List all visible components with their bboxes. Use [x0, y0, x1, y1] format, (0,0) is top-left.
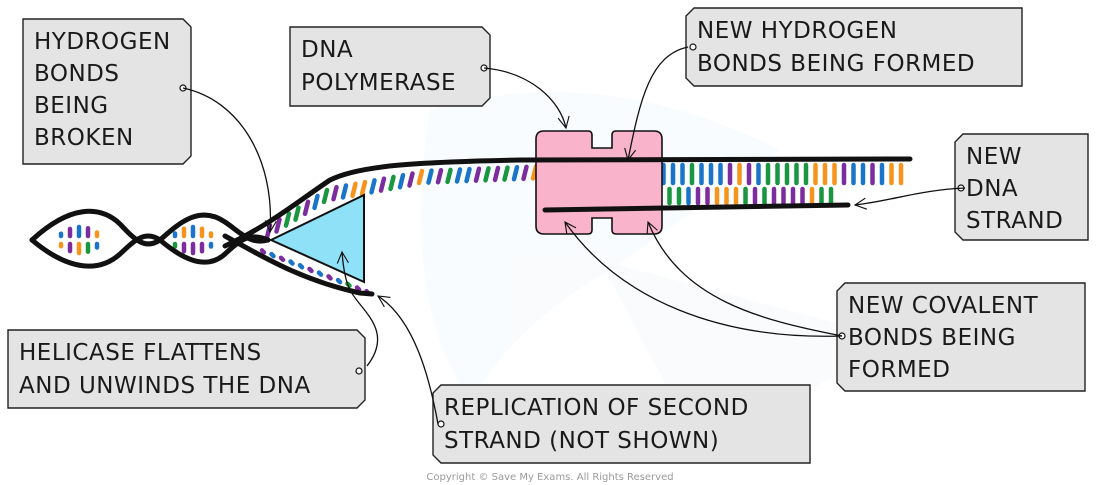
template-bottom-base	[326, 274, 333, 281]
template-top-base	[302, 199, 311, 217]
template-top-base	[416, 168, 425, 186]
label-line: BEING	[34, 93, 109, 119]
leader-polymerase	[483, 67, 570, 130]
template-top-base	[502, 165, 510, 182]
label-box	[22, 18, 192, 165]
leader-new-hydrogen	[624, 46, 689, 162]
template-top-base	[435, 167, 444, 185]
template-bottom-base	[316, 270, 324, 277]
template-top-base	[407, 171, 415, 188]
template-top-base	[378, 176, 387, 193]
template-bottom-base	[259, 248, 267, 255]
template-bottom-base	[278, 255, 286, 263]
template-top-base	[464, 166, 472, 184]
leader-covalent-2	[646, 220, 843, 337]
template-top-base	[388, 174, 396, 192]
template-top-base	[283, 211, 292, 228]
label-line: DNA	[301, 37, 353, 63]
template-top-base	[492, 165, 501, 183]
label-box	[685, 7, 1023, 87]
leader-anchor-dot	[689, 43, 697, 51]
label-hydrogen-bonds-broken: HYDROGEN BONDS BEING BROKEN	[22, 18, 192, 165]
label-line: BONDS	[34, 61, 120, 87]
label-line: NEW COVALENT	[848, 293, 1039, 319]
leader-hydrogen-broken	[182, 87, 277, 234]
template-bottom-base	[335, 277, 343, 285]
template-top-base	[350, 181, 358, 199]
template-top-base	[397, 172, 406, 190]
label-new-hydrogen-bonds: NEW HYDROGEN BONDS BEING FORMED	[685, 7, 1023, 87]
label-line: BONDS BEING FORMED	[697, 51, 975, 77]
label-new-dna-strand: NEW DNA STRAND	[954, 133, 1089, 241]
template-top-base	[454, 167, 463, 184]
template-top-base	[293, 205, 301, 222]
leader-new-strand	[853, 187, 966, 210]
label-line: HYDROGEN	[34, 29, 171, 55]
template-top-base	[511, 164, 520, 182]
template-top-base	[426, 168, 434, 185]
label-line: STRAND (NOT SHOWN)	[444, 428, 719, 454]
template-bottom-base	[288, 259, 295, 266]
template-bottom-base	[307, 266, 314, 274]
template-top-base	[483, 166, 491, 183]
label-box	[7, 329, 366, 409]
label-line: FORMED	[848, 357, 950, 383]
label-line: POLYMERASE	[301, 70, 456, 96]
leader-covalent-1	[564, 220, 843, 337]
template-top-base	[274, 217, 282, 234]
leader-second-strand	[376, 295, 439, 425]
template-bottom-base	[354, 285, 362, 292]
label-box	[836, 282, 1086, 392]
label-box	[432, 384, 811, 464]
label-line: BROKEN	[34, 125, 134, 151]
label-dna-polymerase: DNA POLYMERASE	[289, 26, 491, 107]
label-second-strand: REPLICATION OF SECOND STRAND (NOT SHOWN)	[432, 384, 811, 464]
label-line: NEW	[966, 144, 1022, 170]
label-line: DNA	[966, 176, 1018, 202]
template-top-base	[312, 193, 320, 211]
label-helicase: HELICASE FLATTENS AND UNWINDS THE DNA	[7, 329, 366, 409]
label-line: AND UNWINDS THE DNA	[19, 373, 311, 399]
template-bottom-base	[269, 251, 276, 259]
helix-strand-b	[29, 233, 271, 269]
template-top-base	[473, 166, 482, 183]
label-box	[954, 133, 1089, 241]
leader-lines	[182, 46, 966, 425]
label-line: BONDS BEING	[848, 325, 1016, 351]
leader-anchor-dot	[355, 367, 363, 375]
template-top-base	[521, 164, 529, 182]
label-box	[289, 26, 491, 107]
label-line: REPLICATION OF SECOND	[444, 395, 749, 421]
template-top-base	[369, 178, 377, 195]
label-line: NEW HYDROGEN	[697, 18, 898, 44]
template-top-base	[445, 167, 453, 185]
new-dna-strand	[542, 202, 851, 213]
leader-helicase	[336, 250, 379, 367]
label-line: HELICASE FLATTENS	[19, 340, 262, 366]
label-line: STRAND	[966, 208, 1063, 234]
copyright-text: Copyright © Save My Exams. All Rights Re…	[426, 472, 673, 483]
template-top-base	[321, 187, 330, 205]
template-top-base	[340, 183, 349, 200]
template-top-base	[331, 184, 339, 202]
template-top-base	[359, 179, 368, 197]
label-new-covalent-bonds: NEW COVALENT BONDS BEING FORMED	[836, 282, 1086, 392]
leader-anchor-dot	[437, 420, 445, 428]
template-bottom-base	[297, 263, 305, 270]
